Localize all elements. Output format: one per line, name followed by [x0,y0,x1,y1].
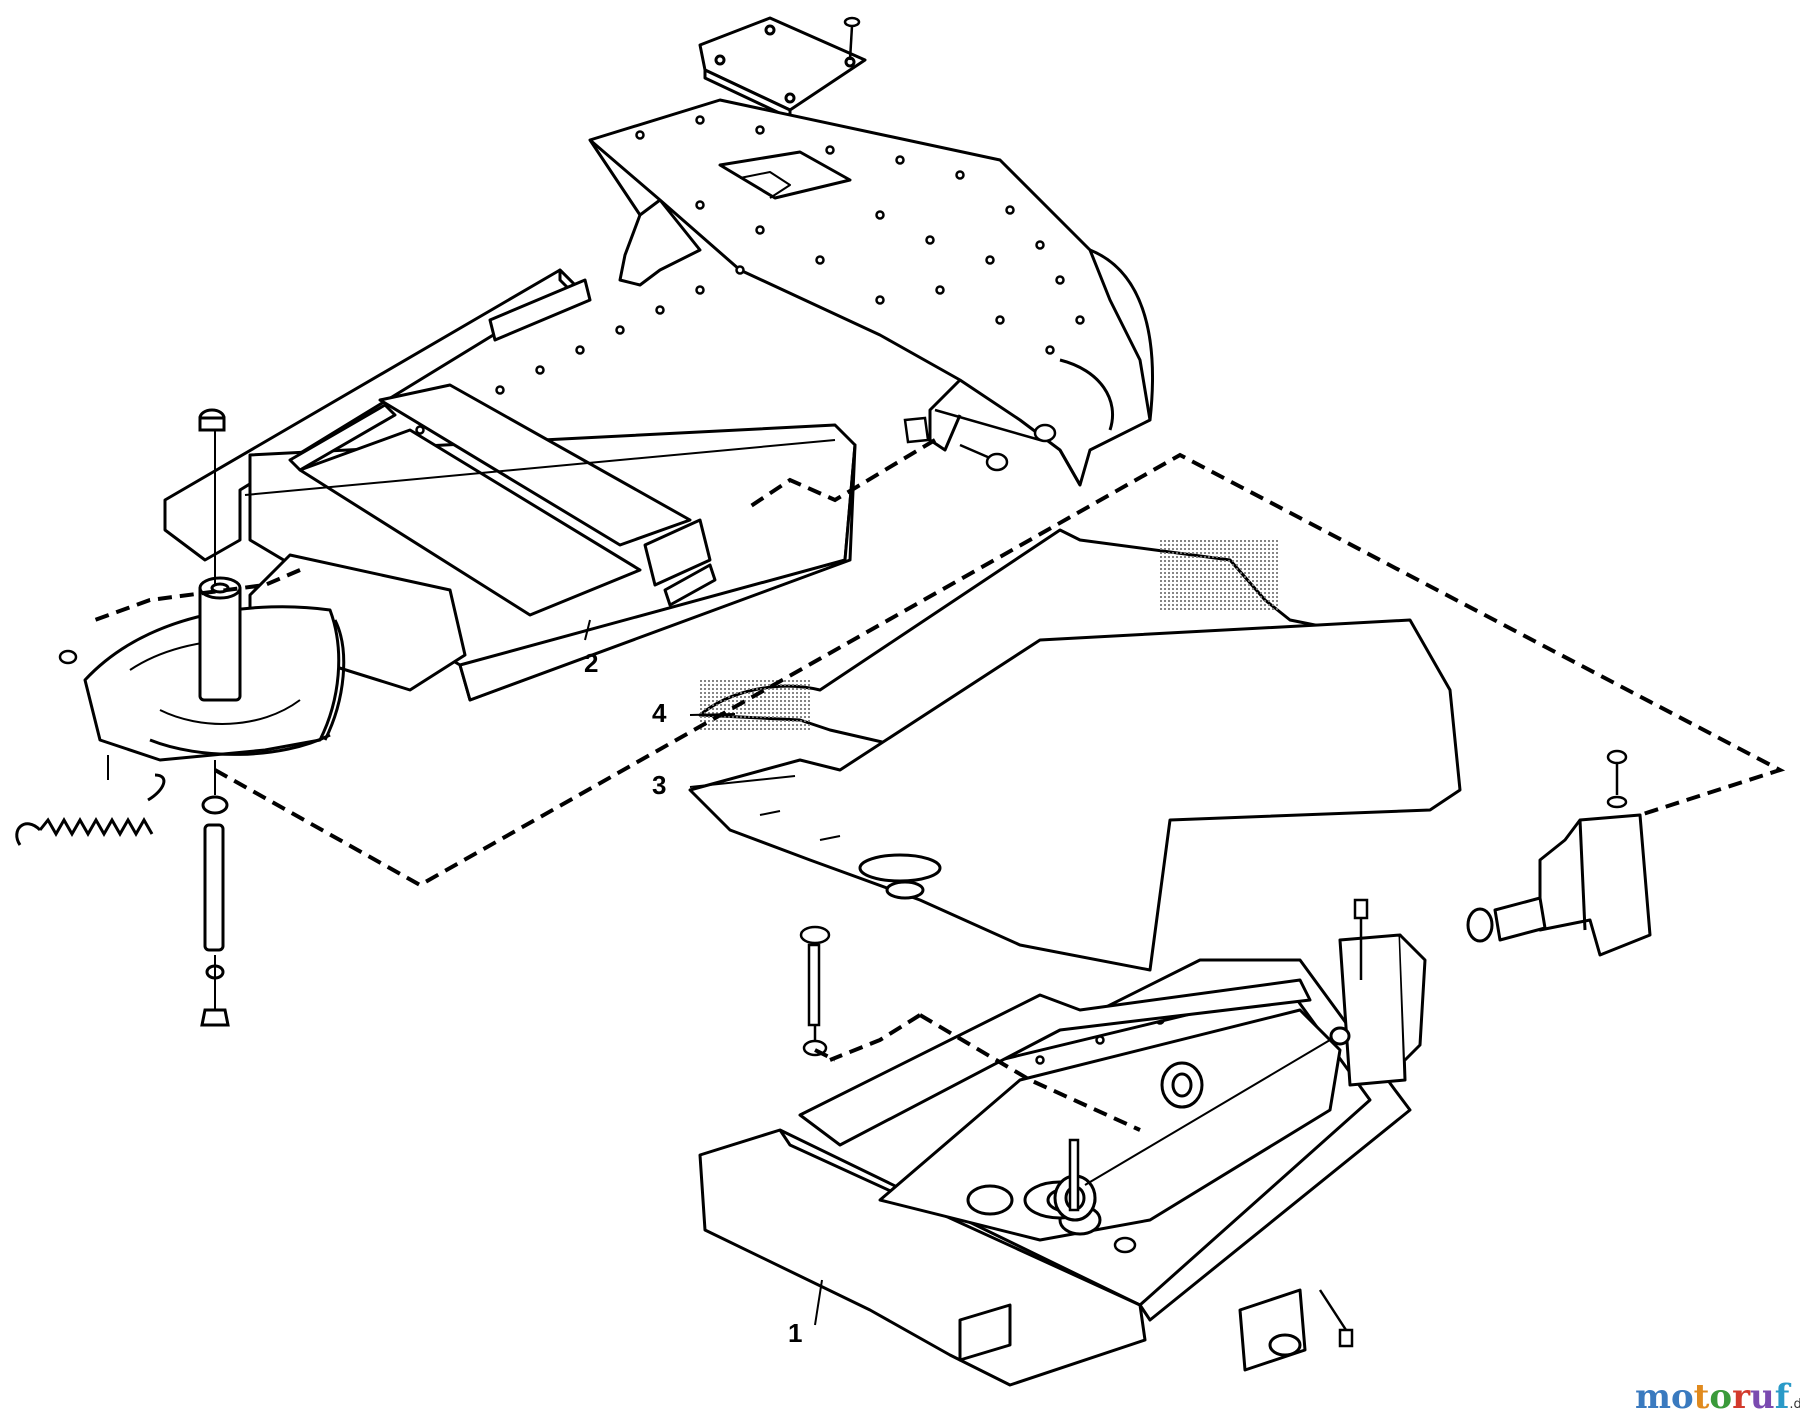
watermark-tld: .de [1789,1397,1800,1412]
callout-2: 2 [584,648,598,678]
frame-bolt-left [799,925,831,1057]
mounting-hole [1055,275,1065,285]
watermark-letter: r [1732,1377,1751,1417]
bracket-bolt [1606,749,1628,809]
mounting-hole [615,325,625,335]
mounting-hole [695,115,705,125]
mounting-hole [535,365,545,375]
mounting-hole [495,385,505,395]
svg-text:motoruf.de: motoruf.de [1635,1377,1800,1417]
mounting-hole [1045,345,1055,355]
mounting-hole [735,265,745,275]
floor-panel-shading-left [700,680,810,730]
watermark-letter: o [1709,1377,1732,1417]
mounting-hole [925,235,935,245]
watermark-letter: u [1750,1377,1775,1417]
retaining-clip [58,649,78,665]
main-frame [698,933,1427,1387]
motoruf-watermark: motoruf.de [1635,1377,1800,1417]
mounting-hole [1005,205,1015,215]
frame-stud [1068,1138,1137,1254]
mounting-hole [875,210,885,220]
pivot-assembly [83,576,346,762]
mounting-hole [995,315,1005,325]
mounting-hole [815,255,825,265]
mounting-hole [655,305,665,315]
floor-panel-lower [688,618,1462,972]
callout-3: 3 [652,770,666,800]
leader-lines [584,619,823,1326]
watermark-letter: t [1694,1377,1710,1417]
mounting-hole [1035,240,1045,250]
mounting-hole [935,285,945,295]
mounting-hole [895,155,905,165]
left-frame [163,268,857,702]
mount-bracket [1466,813,1652,957]
tension-spring [15,755,166,846]
mounting-hole [695,200,705,210]
mounting-hole [415,425,425,435]
frame-bushings [1053,1026,1351,1222]
mounting-hole [635,130,645,140]
mounting-hole [875,295,885,305]
assembly-lines [94,438,1786,1132]
pivot-shaft-parts [198,408,230,1027]
mounting-hole [1035,1055,1045,1065]
grease-fitting [1318,898,1369,1348]
callout-1: 1 [788,1318,802,1348]
mounting-hole [575,345,585,355]
cover-plate [698,16,867,120]
mounting-hole [755,225,765,235]
mounting-hole [955,170,965,180]
watermark-letter: o [1671,1377,1694,1417]
mounting-hole [825,145,835,155]
mounting-hole [755,125,765,135]
mounting-hole [985,255,995,265]
callout-4: 4 [652,698,667,728]
cover-screw [843,16,861,61]
floor-panel-shading-top [1160,540,1280,610]
watermark-letter: m [1635,1377,1671,1417]
dashboard-panel [588,98,1154,487]
mounting-hole [695,285,705,295]
dashboard-bolts [903,408,1057,472]
watermark-letter: f [1775,1377,1792,1417]
mounting-hole [1075,315,1085,325]
